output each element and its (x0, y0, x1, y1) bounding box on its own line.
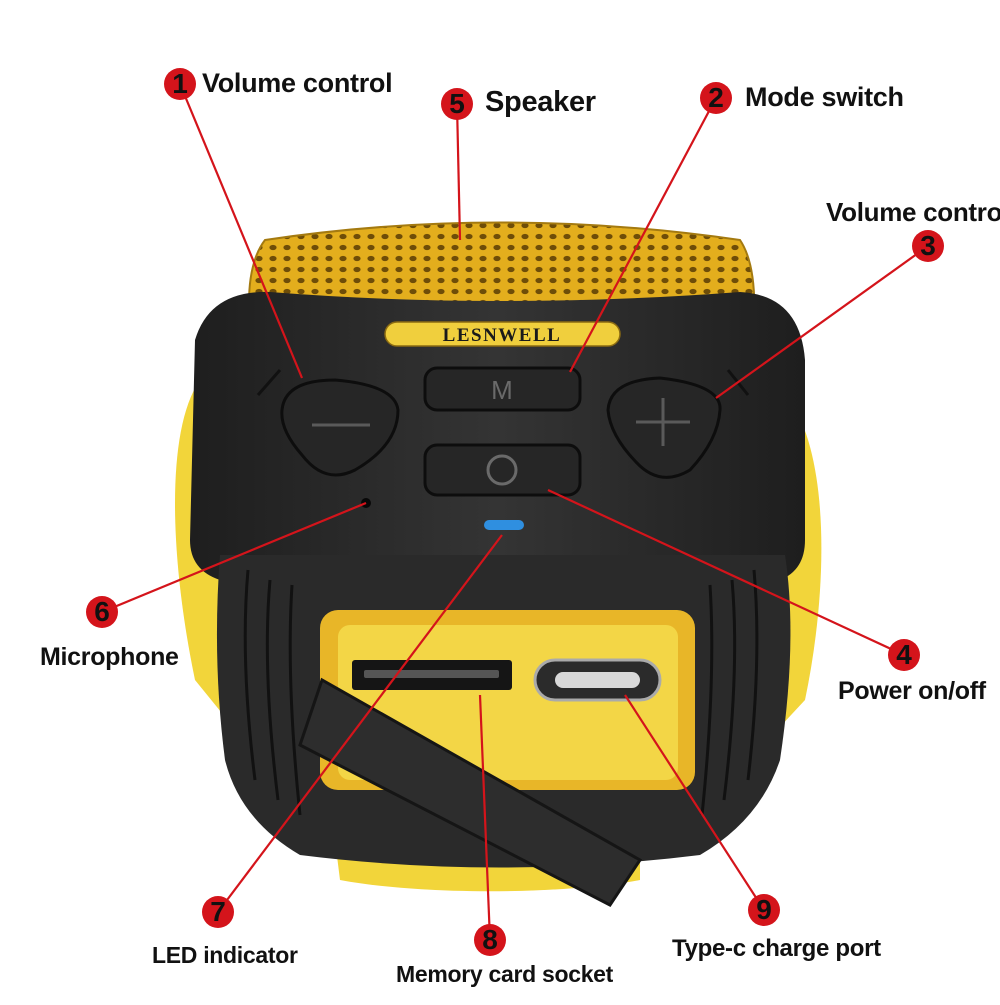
grip-ridges (243, 569, 759, 816)
callout-label-power: Power on/off (838, 677, 986, 705)
callout-badge-5: 5 (441, 88, 473, 120)
left-side-mark (256, 369, 282, 396)
callout-badge-8: 8 (474, 924, 506, 956)
memory-card-slot-inner (364, 670, 499, 678)
callout-badge-9: 9 (748, 894, 780, 926)
callout-badge-7: 7 (202, 896, 234, 928)
callout-label-memory-card-socket: Memory card socket (396, 961, 614, 987)
mode-m-label: M (491, 375, 513, 405)
power-circle-icon (486, 454, 518, 486)
type-c-port-inner (555, 672, 640, 688)
plus-icon (636, 398, 690, 446)
callout-badge-4: 4 (888, 639, 920, 671)
led-indicator (484, 520, 524, 530)
callout-label-speaker: Speaker (485, 86, 596, 118)
leader-lines (101, 83, 929, 941)
callout-label-volume-control-right: Volume control (826, 197, 1000, 227)
callout-badge-2: 2 (700, 82, 732, 114)
brand-plate (384, 321, 621, 347)
volume-up-button[interactable] (606, 376, 722, 479)
callout-label-volume-control-left: Volume control (202, 68, 393, 98)
mode-button[interactable]: M (423, 366, 582, 412)
speaker-body (190, 291, 805, 580)
callout-badge-6: 6 (86, 596, 118, 628)
callout-label-microphone: Microphone (40, 643, 179, 671)
callout-badge-1: 1 (164, 68, 196, 100)
callout-label-type-c: Type-c charge port (672, 935, 881, 962)
power-button[interactable] (423, 443, 582, 497)
volume-down-button[interactable] (280, 378, 400, 477)
callout-label-mode-switch: Mode switch (745, 82, 904, 112)
callout-label-led-indicator: LED indicator (152, 942, 298, 968)
brand-logo: LESNWELL (443, 325, 562, 346)
rubber-port-flap (298, 677, 643, 907)
callout-badge-3: 3 (912, 230, 944, 262)
